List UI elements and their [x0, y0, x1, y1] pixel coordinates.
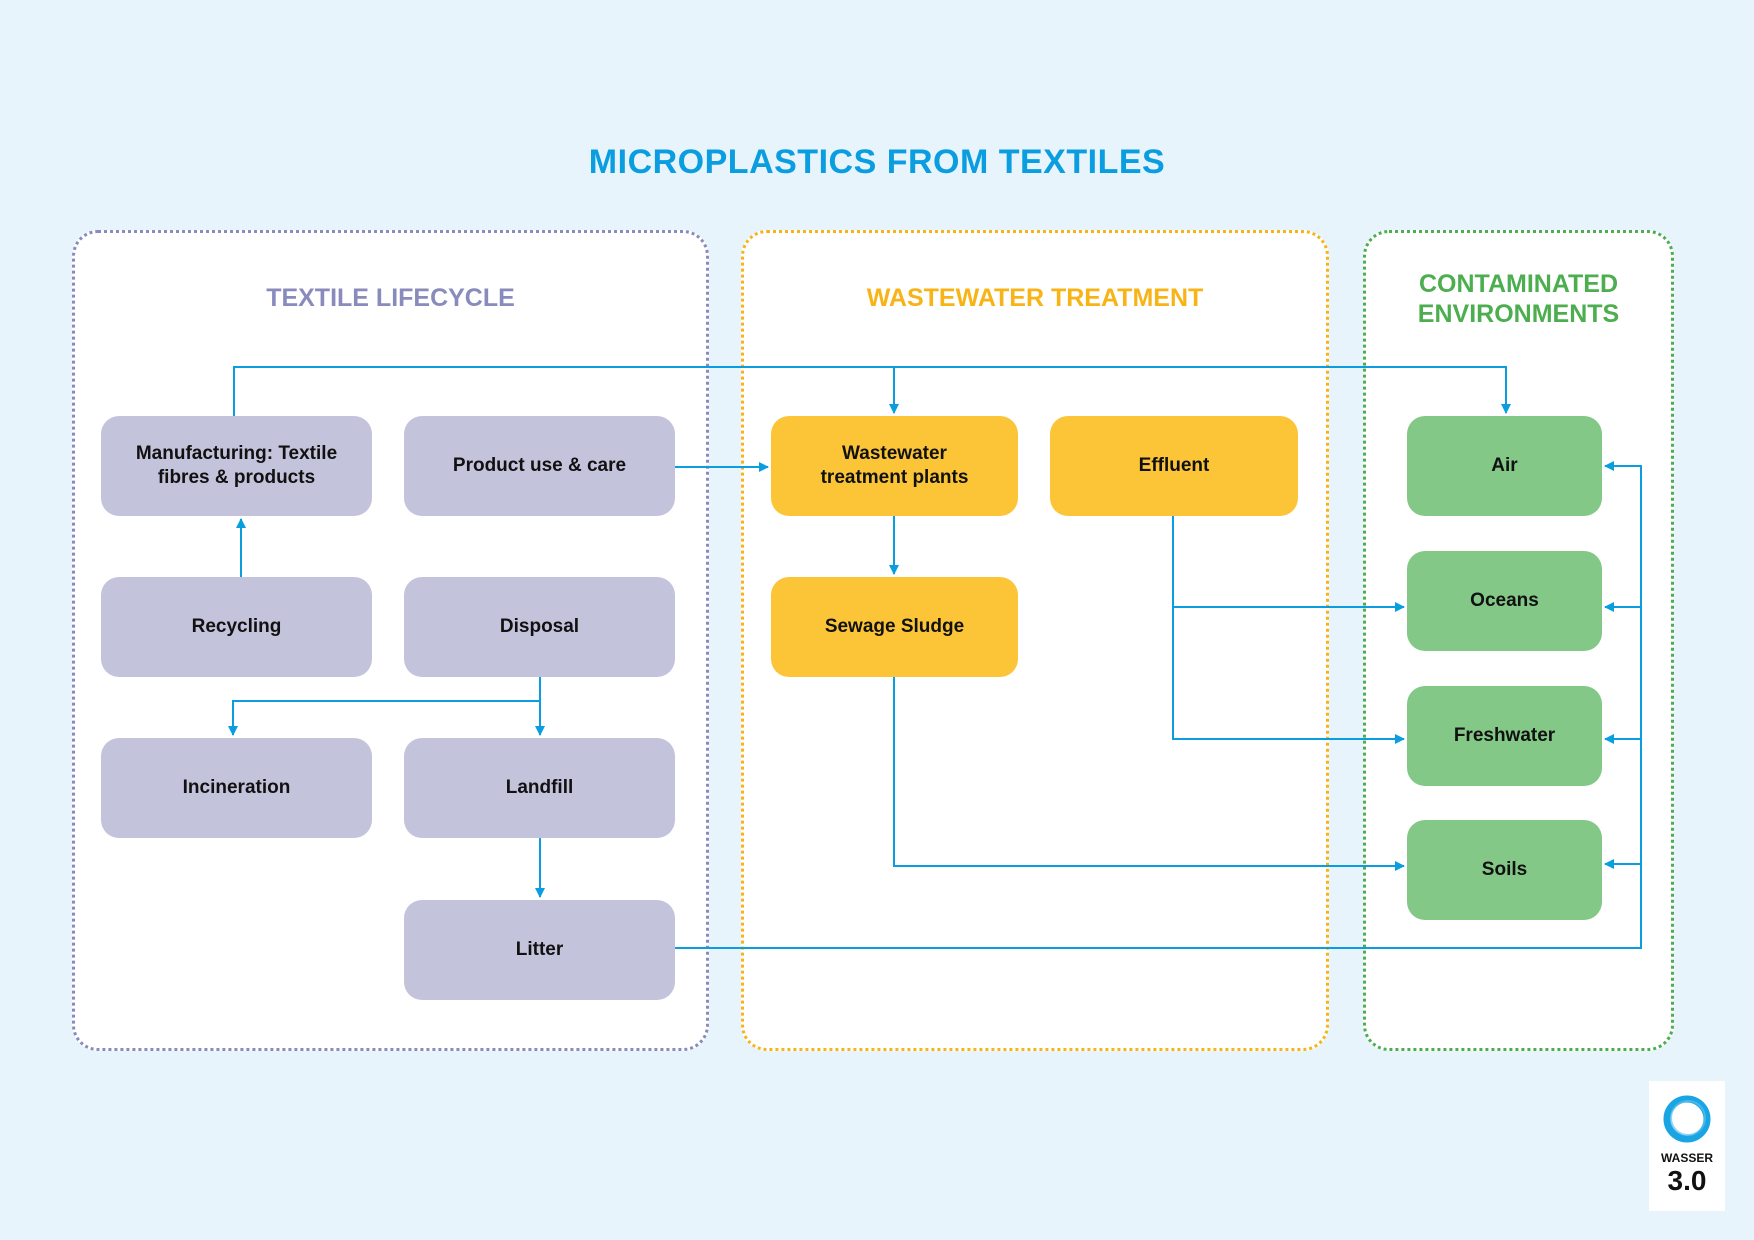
panel-title-wastewater-treatment: WASTEWATER TREATMENT [866, 284, 1204, 312]
diagram-title: MICROPLASTICS FROM TEXTILES [588, 143, 1166, 181]
node-soils: Soils [1407, 820, 1602, 920]
node-effluent: Effluent [1050, 416, 1298, 516]
node-freshwater: Freshwater [1407, 686, 1602, 786]
node-landfill: Landfill [404, 738, 675, 838]
node-manufacturing: Manufacturing: Textile fibres & products [101, 416, 372, 516]
panel-title-line1: CONTAMINATED [1418, 270, 1619, 298]
node-incineration: Incineration [101, 738, 372, 838]
node-recycling: Recycling [101, 577, 372, 677]
node-air: Air [1407, 416, 1602, 516]
panel-title-textile-lifecycle: TEXTILE LIFECYCLE [266, 284, 515, 312]
panel-title-line2: ENVIRONMENTS [1417, 300, 1620, 328]
ring-icon [1663, 1095, 1711, 1143]
node-oceans: Oceans [1407, 551, 1602, 651]
node-manufacturing-line1: Manufacturing: Textile [135, 443, 338, 464]
node-wwtp-line1: Wastewater [842, 443, 947, 464]
wasser-logo: WASSER 3.0 [1649, 1081, 1725, 1211]
logo-version: 3.0 [1667, 1165, 1707, 1196]
node-product-use: Product use & care [404, 416, 675, 516]
node-litter: Litter [404, 900, 675, 1000]
node-disposal: Disposal [404, 577, 675, 677]
panel-title-contaminated-environments: CONTAMINATED ENVIRONMENTS [1366, 269, 1671, 329]
node-sewage-sludge: Sewage Sludge [771, 577, 1018, 677]
node-wastewater-treatment-plants: Wastewater treatment plants [771, 416, 1018, 516]
node-manufacturing-line2: fibres & products [157, 467, 316, 488]
node-wwtp-line2: treatment plants [820, 467, 969, 488]
logo-wordmark: WASSER [1660, 1151, 1713, 1165]
